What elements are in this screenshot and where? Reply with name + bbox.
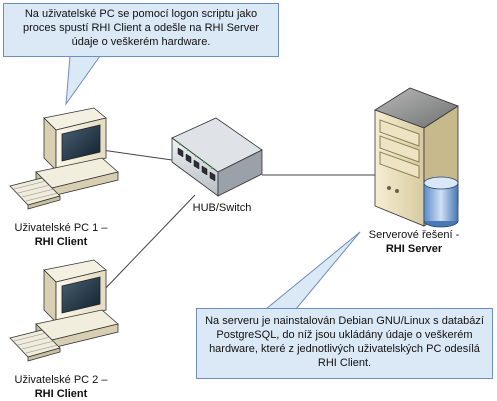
pc1-computer (9, 107, 119, 210)
hub-switch (171, 117, 263, 197)
callout-top-pointer (65, 55, 101, 106)
pc2-computer (9, 259, 119, 362)
server-role: RHI Server (385, 243, 443, 255)
server-label: Serverové řešení - RHI Server (358, 228, 470, 256)
callout-client-text: Na uživatelské PC se pomocí logon script… (23, 8, 259, 48)
pc2-role: RHI Client (34, 388, 88, 400)
pc1-label-text: Uživatelské PC 1 – (14, 222, 108, 234)
callout-server-info: Na serveru je nainstalován Debian GNU/Li… (196, 308, 493, 379)
callout-bottom-pointer (264, 231, 361, 310)
hub-label-text: HUB/Switch (192, 202, 252, 214)
link-pc2-hub (101, 194, 196, 293)
pc2-label: Uživatelské PC 2 – RHI Client (2, 373, 120, 401)
link-pc1-hub (101, 149, 173, 161)
server-label-text: Serverové řešení - (368, 229, 460, 241)
hub-label: HUB/Switch (180, 201, 264, 215)
callout-client-info: Na uživatelské PC se pomocí logon script… (3, 3, 279, 57)
callout-server-text: Na serveru je nainstalován Debian GNU/Li… (205, 315, 484, 369)
database-icon (423, 176, 459, 228)
pc2-label-text: Uživatelské PC 2 – (14, 374, 108, 386)
pc1-label: Uživatelské PC 1 – RHI Client (2, 221, 120, 249)
pc1-role: RHI Client (34, 236, 88, 248)
